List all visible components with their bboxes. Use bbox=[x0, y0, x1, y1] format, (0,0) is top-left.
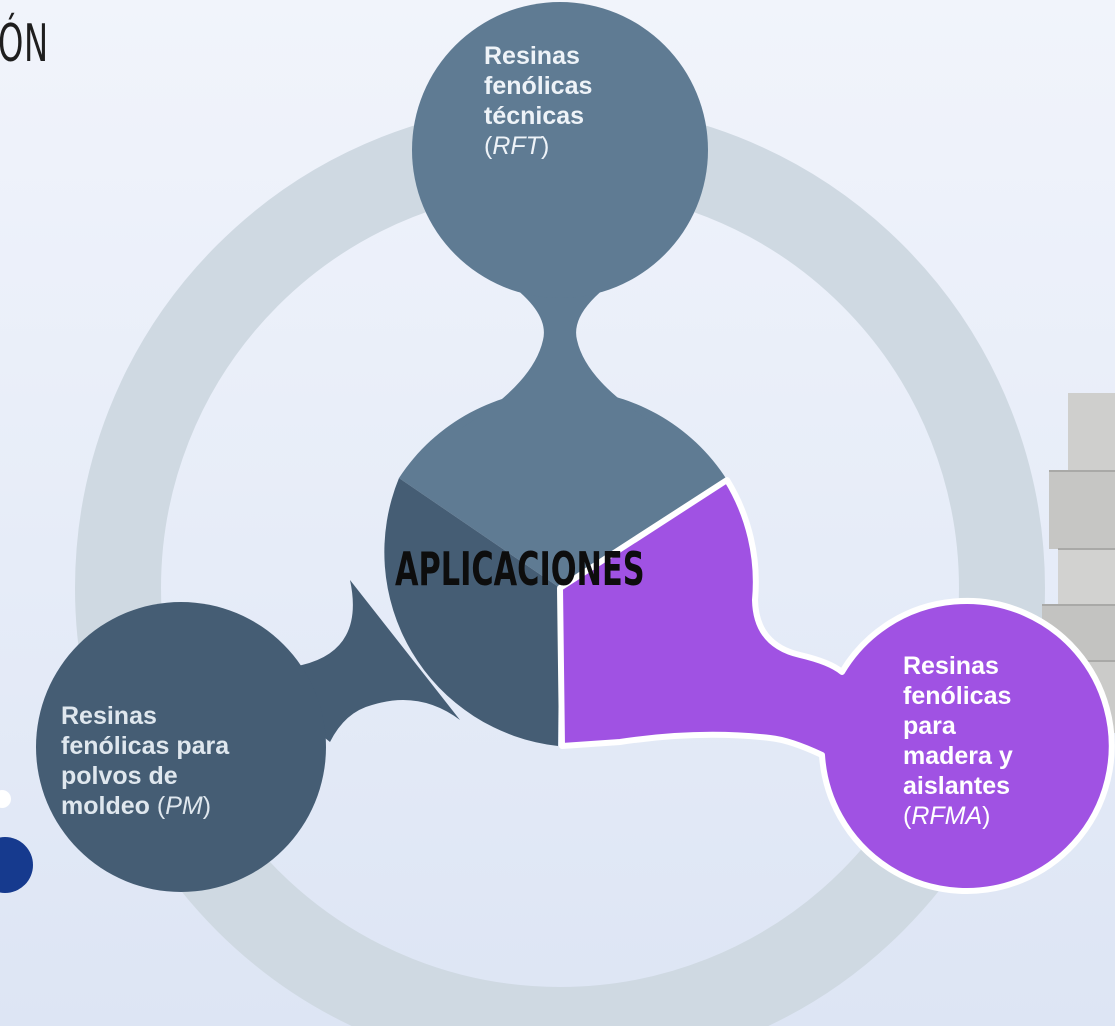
label-line: técnicas bbox=[484, 102, 585, 130]
label-line: Resinas bbox=[484, 42, 580, 70]
white-dot-icon bbox=[0, 790, 11, 808]
abbreviation: PM bbox=[165, 792, 203, 820]
close-paren: ) bbox=[982, 802, 991, 830]
close-paren: ) bbox=[202, 792, 212, 820]
label-line: aislantes bbox=[903, 772, 1011, 800]
node-label-top: Resinas fenólicas técnicas (RFT) bbox=[484, 41, 634, 161]
node-circle-left bbox=[36, 602, 326, 892]
title-fragment: ÓN bbox=[0, 14, 49, 74]
label-line: fenólicas para bbox=[61, 732, 230, 760]
right-node-outline bbox=[557, 477, 1115, 894]
label-line: fenólicas bbox=[903, 682, 1012, 710]
node-label-right: Resinas fenólicas para madera y aislante… bbox=[903, 651, 1073, 831]
label-line: madera y bbox=[903, 742, 1013, 770]
center-label: APLICACIONES bbox=[395, 542, 645, 596]
open-paren: ( bbox=[484, 132, 493, 160]
navy-circle-icon bbox=[0, 837, 33, 893]
node-label-left: Resinas fenólicas para polvos de moldeo … bbox=[61, 701, 321, 821]
abbreviation: RFMA bbox=[911, 802, 983, 830]
center-sector-left bbox=[384, 478, 560, 746]
node-left-shape bbox=[36, 478, 560, 892]
abbreviation: RFT bbox=[492, 132, 541, 160]
node-right-shape bbox=[557, 477, 1115, 894]
label-line: para bbox=[903, 712, 956, 740]
label-line: fenólicas bbox=[484, 72, 593, 100]
close-paren: ) bbox=[540, 132, 550, 160]
connector-top bbox=[453, 250, 667, 430]
open-paren: ( bbox=[903, 802, 912, 830]
label-line: polvos de bbox=[61, 762, 178, 790]
last-word: moldeo bbox=[61, 792, 150, 820]
label-line: Resinas bbox=[61, 702, 157, 730]
node-top-shape bbox=[399, 2, 727, 588]
label-line: Resinas bbox=[903, 652, 999, 680]
label-line: (RFT) bbox=[484, 131, 634, 161]
node-circle-top bbox=[412, 2, 708, 298]
label-line: (RFMA) bbox=[903, 801, 1073, 831]
center-sector-top bbox=[399, 389, 727, 588]
open-paren: ( bbox=[149, 792, 166, 820]
label-line: moldeo (PM) bbox=[61, 791, 321, 821]
